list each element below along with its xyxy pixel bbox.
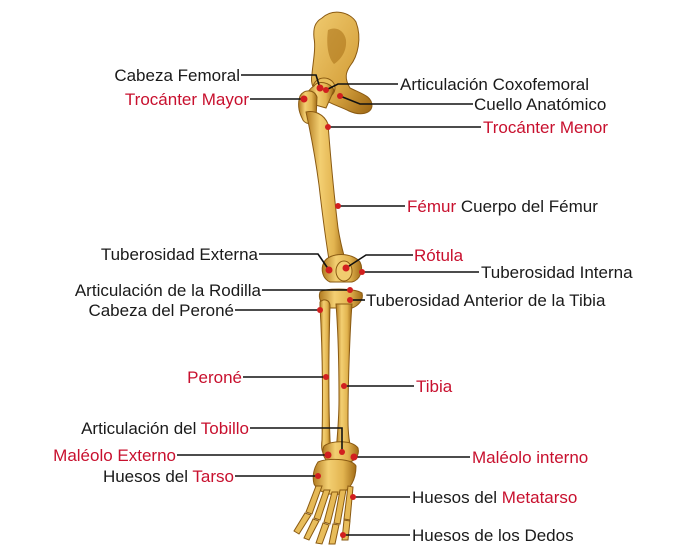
label-trocanter-menor-text: Trocánter Menor (483, 118, 608, 137)
label-maleolo-interno: Maléolo interno (472, 448, 588, 467)
tibia-shaft (336, 304, 352, 452)
label-rotula-text: Rótula (414, 246, 464, 265)
label-huesos-tarso: Huesos del Tarso (103, 467, 234, 486)
label-femur: Fémur Cuerpo del Fémur (407, 197, 598, 216)
label-trocanter-menor: Trocánter Menor (483, 118, 608, 137)
label-cabeza-perone-text: Cabeza del Peroné (88, 301, 234, 320)
label-articulacion-rodilla: Articulación de la Rodilla (75, 281, 262, 300)
label-maleolo-externo: Maléolo Externo (53, 446, 176, 465)
label-articulacion-tobillo-black: Articulación del (81, 419, 201, 438)
metatarsal-bones (306, 486, 353, 524)
label-articulacion-tobillo: Articulación del Tobillo (81, 419, 249, 438)
label-tibia-text: Tibia (416, 377, 453, 396)
label-articulacion-coxofemoral: Articulación Coxofemoral (400, 75, 589, 94)
label-cuello-anatomico-text: Cuello Anatómico (474, 95, 606, 114)
label-perone: Peroné (187, 368, 242, 387)
label-maleolo-interno-text: Maléolo interno (472, 448, 588, 467)
label-tibia: Tibia (416, 377, 453, 396)
label-huesos-tarso-red: Tarso (192, 467, 234, 486)
label-maleolo-externo-text: Maléolo Externo (53, 446, 176, 465)
label-tuberosidad-anterior-tibia: Tuberosidad Anterior de la Tibia (366, 291, 606, 310)
label-cabeza-perone: Cabeza del Peroné (88, 301, 234, 320)
label-trocanter-mayor: Trocánter Mayor (125, 90, 249, 109)
label-perone-text: Peroné (187, 368, 242, 387)
label-rotula: Rótula (414, 246, 464, 265)
femur-shaft (306, 112, 346, 267)
label-huesos-dedos-text: Huesos de los Dedos (412, 526, 574, 545)
patella (336, 261, 352, 281)
label-cabeza-femoral: Cabeza Femoral (114, 66, 240, 85)
label-huesos-dedos: Huesos de los Dedos (412, 526, 574, 545)
label-cuello-anatomico: Cuello Anatómico (474, 95, 606, 114)
label-articulacion-tobillo-red: Tobillo (201, 419, 249, 438)
label-huesos-metatarso-red: Metatarso (502, 488, 578, 507)
label-huesos-metatarso: Huesos del Metatarso (412, 488, 577, 507)
label-tuberosidad-interna: Tuberosidad Interna (481, 263, 633, 282)
label-femur-cuerpo: Cuerpo del Fémur (456, 197, 598, 216)
label-tuberosidad-anterior-tibia-text: Tuberosidad Anterior de la Tibia (366, 291, 606, 310)
label-tuberosidad-externa: Tuberosidad Externa (101, 245, 259, 264)
label-femur-red: Fémur (407, 197, 456, 216)
label-articulacion-coxofemoral-text: Articulación Coxofemoral (400, 75, 589, 94)
label-tuberosidad-externa-text: Tuberosidad Externa (101, 245, 259, 264)
bone-illustration (294, 12, 372, 544)
label-articulacion-rodilla-text: Articulación de la Rodilla (75, 281, 262, 300)
label-cabeza-femoral-text: Cabeza Femoral (114, 66, 240, 85)
label-tuberosidad-interna-text: Tuberosidad Interna (481, 263, 633, 282)
label-trocanter-mayor-text: Trocánter Mayor (125, 90, 249, 109)
label-huesos-metatarso-black: Huesos del (412, 488, 502, 507)
label-huesos-tarso-black: Huesos del (103, 467, 192, 486)
